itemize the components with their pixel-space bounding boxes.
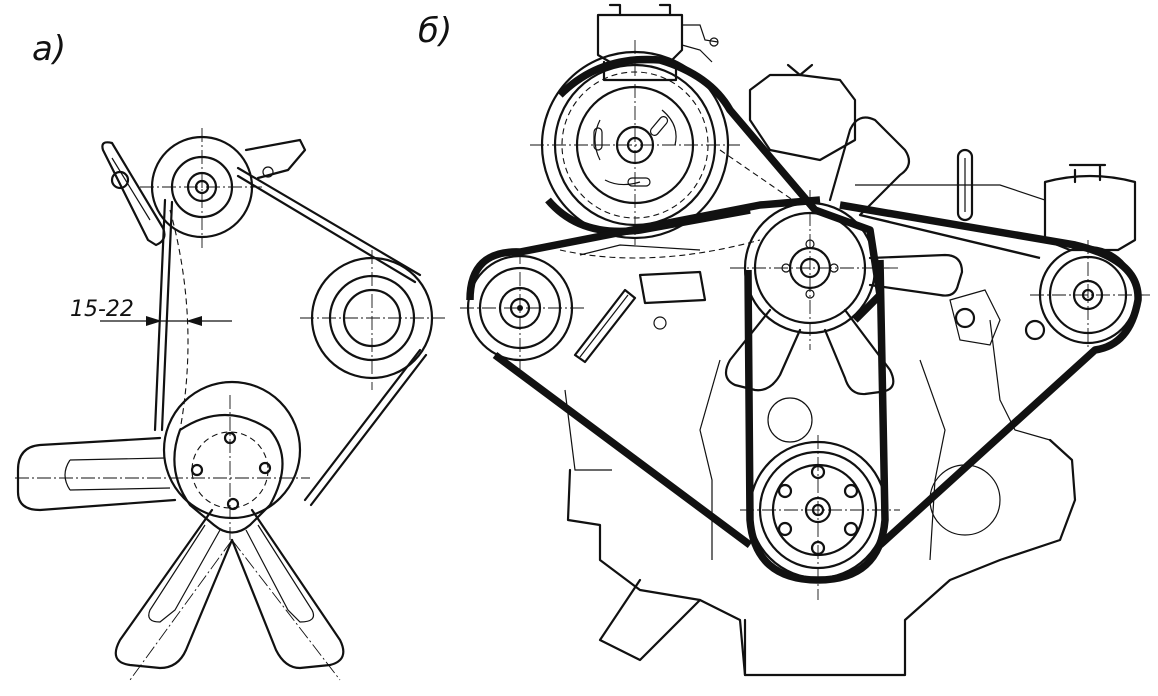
compressor-pulley xyxy=(530,40,740,245)
deflection-label: 15-22 xyxy=(70,297,134,322)
left-idler-pulley xyxy=(460,250,585,370)
fan-pulley xyxy=(724,116,964,396)
panel-a-label: а) xyxy=(32,29,66,69)
left-bracket xyxy=(573,270,707,364)
pump-pulley xyxy=(300,250,445,390)
deflection-dimension: 15-22 xyxy=(70,297,232,326)
steering-pump xyxy=(949,163,1150,350)
adjusting-strap xyxy=(956,148,974,222)
panel-b-belts xyxy=(466,55,1142,584)
panel-b-label: б) xyxy=(418,11,452,51)
generator-pulley xyxy=(140,128,262,248)
panel-a-belt xyxy=(153,166,428,507)
panel-b: б) xyxy=(418,3,1150,677)
fan-assembly xyxy=(15,380,345,681)
crankshaft-pulley xyxy=(740,435,900,600)
panel-a: а) xyxy=(15,29,445,681)
